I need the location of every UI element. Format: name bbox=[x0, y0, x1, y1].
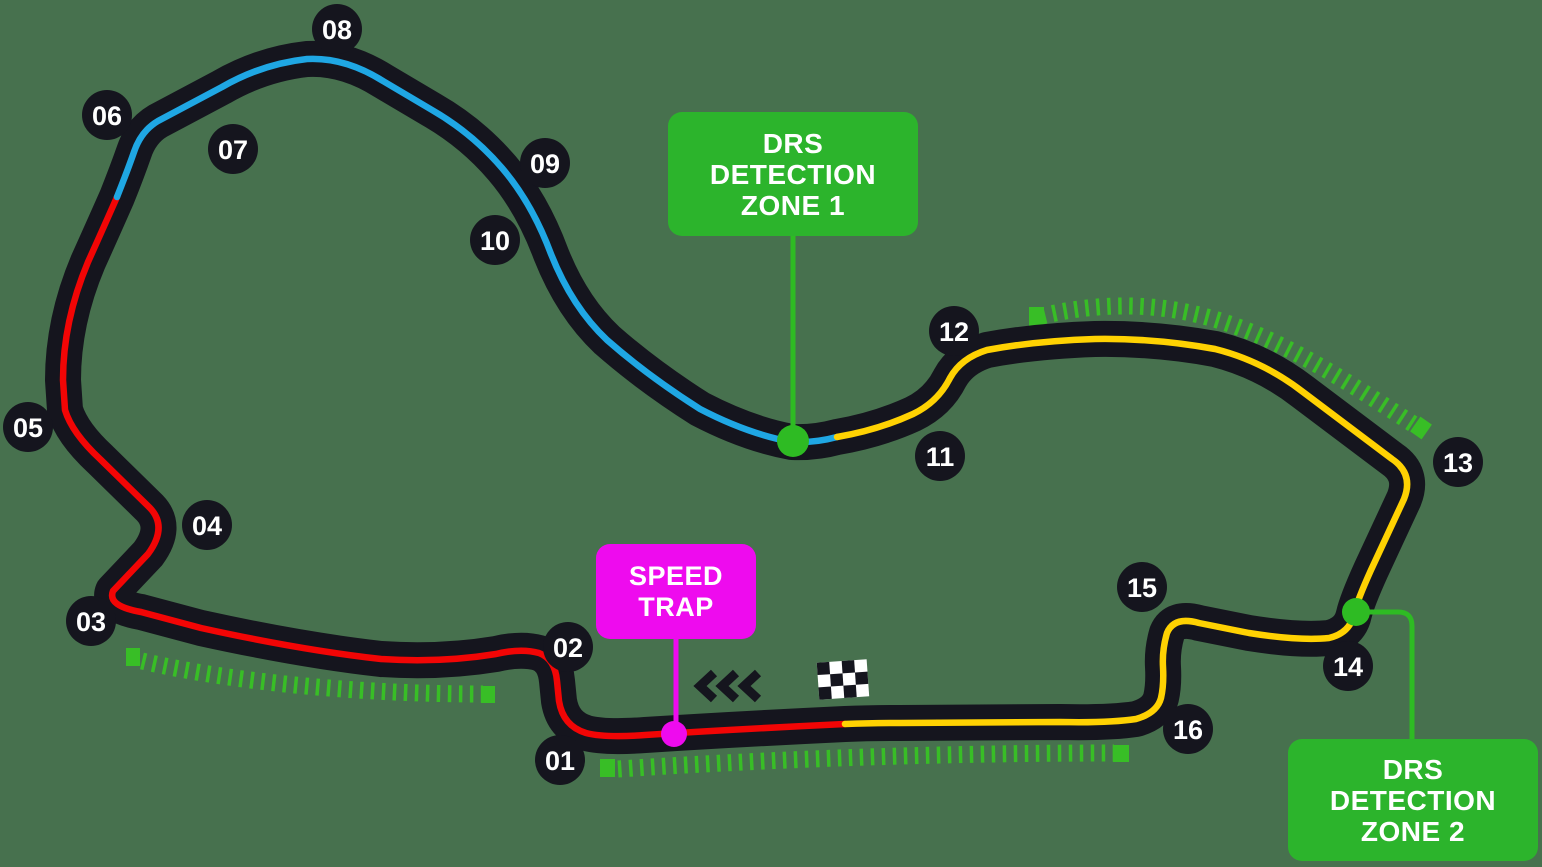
corner-marker-13: 13 bbox=[1433, 437, 1483, 487]
corner-marker-04: 04 bbox=[182, 500, 232, 550]
drs-detection-point-2-dot bbox=[1342, 598, 1370, 626]
drs-detection-zone-2-label: DRS DETECTION ZONE 2 bbox=[1288, 739, 1538, 861]
corner-marker-02: 02 bbox=[543, 622, 593, 672]
corner-marker-09: 09 bbox=[520, 138, 570, 188]
svg-text:06: 06 bbox=[92, 101, 122, 131]
corner-marker-10: 10 bbox=[470, 215, 520, 265]
drs-zone-1-text-line2: DETECTION bbox=[709, 158, 877, 190]
svg-text:16: 16 bbox=[1173, 715, 1203, 745]
drs-zone-start-square bbox=[126, 648, 140, 666]
speed-trap-text-line1: SPEED bbox=[628, 560, 724, 591]
drs-zone-hatch-main-straight bbox=[600, 744, 1129, 778]
corner-marker-03: 03 bbox=[66, 596, 116, 646]
svg-text:03: 03 bbox=[76, 607, 106, 637]
svg-text:12: 12 bbox=[939, 317, 969, 347]
corner-marker-15: 15 bbox=[1117, 562, 1167, 612]
chevrons-left-icon bbox=[693, 669, 762, 703]
drs-zone-2-text-line3: ZONE 2 bbox=[1360, 815, 1466, 847]
corner-marker-14: 14 bbox=[1323, 641, 1373, 691]
svg-text:15: 15 bbox=[1127, 573, 1157, 603]
svg-text:05: 05 bbox=[13, 413, 43, 443]
svg-text:13: 13 bbox=[1443, 448, 1473, 478]
corner-marker-06: 06 bbox=[82, 90, 132, 140]
drs-zone-start-square bbox=[1029, 307, 1044, 326]
drs-zone-end-square bbox=[1410, 416, 1432, 440]
svg-text:04: 04 bbox=[192, 511, 222, 541]
drs-zone-1-text-line3: ZONE 1 bbox=[740, 189, 846, 221]
svg-text:08: 08 bbox=[322, 15, 352, 45]
checkered-flag-icon bbox=[816, 659, 870, 700]
corner-marker-12: 12 bbox=[929, 306, 979, 356]
speed-trap-label: SPEED TRAP bbox=[596, 544, 756, 639]
svg-text:02: 02 bbox=[553, 633, 583, 663]
drs-zone-start-square bbox=[600, 759, 615, 777]
speed-trap-dot bbox=[661, 721, 687, 747]
drs-zone-2-text-line1: DRS bbox=[1382, 753, 1444, 785]
drs-zone-end-square bbox=[1113, 745, 1129, 762]
drs-zone-end-square bbox=[481, 686, 495, 703]
drs-zone-2-connector-line bbox=[1357, 609, 1415, 740]
svg-text:09: 09 bbox=[530, 149, 560, 179]
corner-markers: 01 02 03 04 05 06 07 08 09 10 11 12 13 14 15 16 bbox=[3, 4, 1483, 785]
svg-text:10: 10 bbox=[480, 226, 510, 256]
svg-text:11: 11 bbox=[926, 442, 955, 472]
svg-text:01: 01 bbox=[545, 746, 575, 776]
sector-1-line bbox=[59, 193, 849, 740]
corner-marker-08: 08 bbox=[312, 4, 362, 54]
svg-text:14: 14 bbox=[1333, 652, 1363, 682]
sector-2-line bbox=[113, 55, 841, 446]
corner-marker-07: 07 bbox=[208, 124, 258, 174]
drs-detection-zone-1-label: DRS DETECTION ZONE 1 bbox=[668, 112, 918, 236]
corner-marker-11: 11 bbox=[915, 431, 965, 481]
corner-marker-01: 01 bbox=[535, 735, 585, 785]
drs-zone-1-text-line1: DRS bbox=[762, 127, 824, 159]
corner-marker-16: 16 bbox=[1163, 704, 1213, 754]
drs-zone-hatch-turn3-straight bbox=[126, 648, 495, 703]
drs-zone-hatch-back-straight bbox=[1029, 297, 1432, 440]
svg-text:07: 07 bbox=[218, 135, 248, 165]
speed-trap-text-line2: TRAP bbox=[638, 591, 714, 622]
drs-zone-2-text-line2: DETECTION bbox=[1329, 784, 1497, 816]
corner-marker-05: 05 bbox=[3, 402, 53, 452]
drs-detection-point-1-dot bbox=[777, 425, 809, 457]
